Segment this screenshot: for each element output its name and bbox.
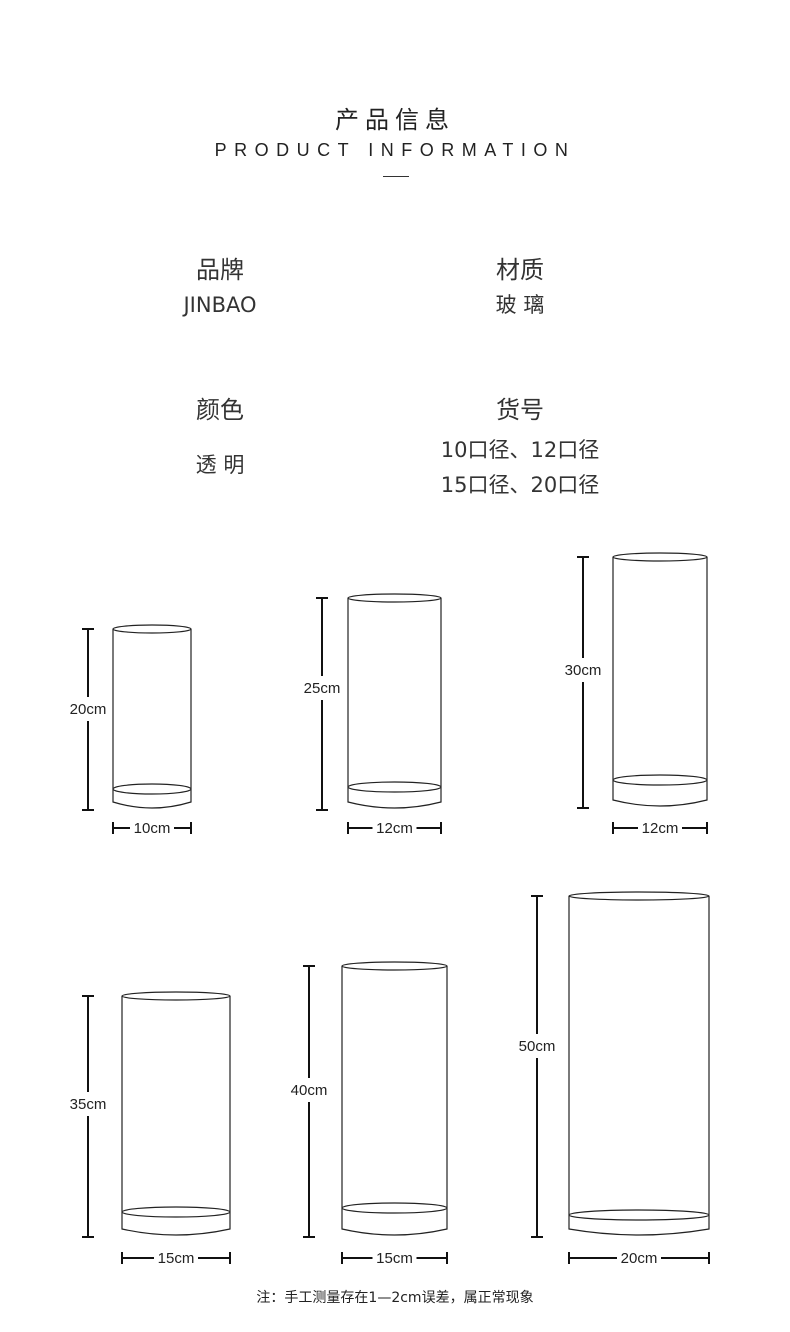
diameter-label: 10cm xyxy=(134,820,171,837)
diameter-label: 12cm xyxy=(376,820,413,837)
vase-base-ellipse xyxy=(121,1206,231,1218)
vase-body xyxy=(341,966,448,1236)
height-label: 20cm xyxy=(70,701,107,718)
item-number-line-2: 15口径、20口径 xyxy=(440,473,600,497)
diameter-label: 15cm xyxy=(376,1250,413,1267)
height-label: 25cm xyxy=(304,680,341,697)
item-number-label: 货号 xyxy=(496,396,544,424)
section-title: 产品信息 xyxy=(335,106,455,134)
section-subtitle: PRODUCT INFORMATION xyxy=(214,140,576,160)
vase-rim xyxy=(347,593,442,603)
material-value: 玻 璃 xyxy=(495,293,545,317)
brand-value: JINBAO xyxy=(183,293,257,317)
vase-rim xyxy=(612,552,708,562)
height-label: 50cm xyxy=(519,1038,556,1055)
item-number-line-1: 10口径、12口径 xyxy=(440,438,600,462)
vase-rim xyxy=(121,991,231,1001)
height-label: 40cm xyxy=(291,1082,328,1099)
brand-label: 品牌 xyxy=(196,256,244,284)
diameter-label: 15cm xyxy=(158,1250,195,1267)
diameter-label: 12cm xyxy=(642,820,679,837)
vase-base-ellipse xyxy=(612,774,708,786)
vase-body xyxy=(568,896,710,1236)
height-label: 35cm xyxy=(70,1096,107,1113)
vase-rim xyxy=(568,891,710,901)
color-value: 透 明 xyxy=(195,453,245,477)
vase-body xyxy=(121,996,231,1236)
vase-base-ellipse xyxy=(568,1209,710,1221)
vase-rim xyxy=(112,624,192,634)
vase-rim xyxy=(341,961,448,971)
height-label: 30cm xyxy=(565,662,602,679)
vase-base-ellipse xyxy=(347,781,442,793)
vase-body xyxy=(347,598,442,809)
vase-body xyxy=(612,557,708,807)
material-label: 材质 xyxy=(496,256,544,284)
vase-body xyxy=(112,629,192,809)
title-divider xyxy=(383,176,409,177)
vase-base-ellipse xyxy=(112,783,192,795)
measurement-note: 注：手工测量存在1—2cm误差，属正常现象 xyxy=(256,1290,534,1306)
diameter-label: 20cm xyxy=(621,1250,658,1267)
color-label: 颜色 xyxy=(196,396,244,424)
vase-base-ellipse xyxy=(341,1202,448,1214)
